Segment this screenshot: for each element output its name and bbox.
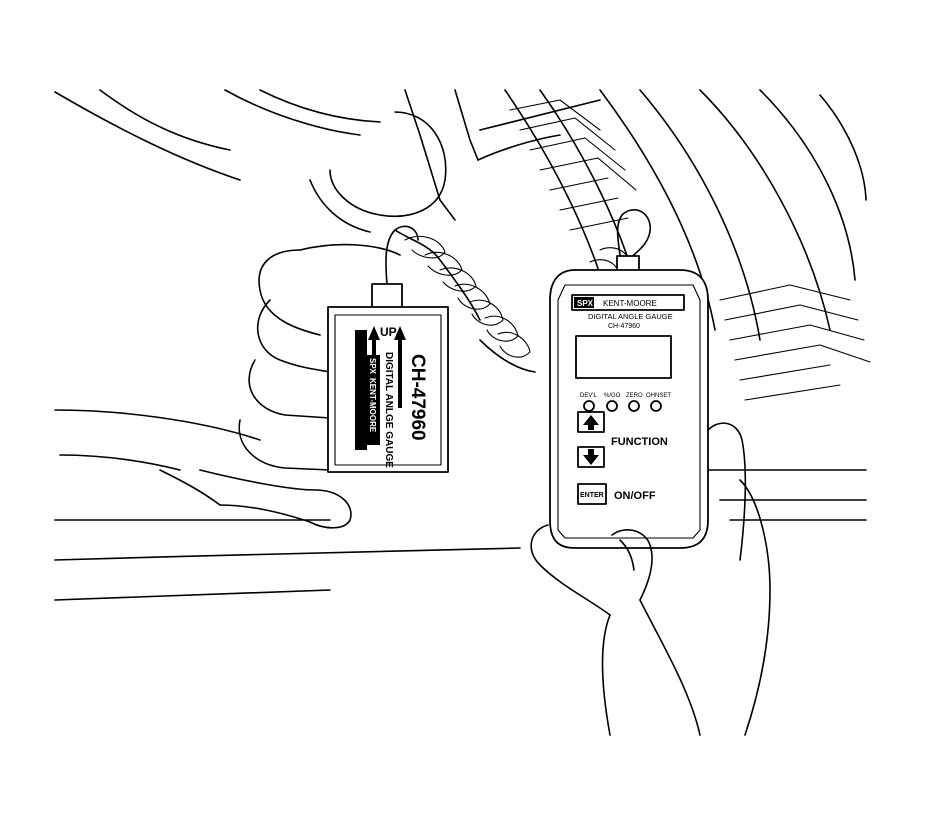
indicator-label-3: ZERO bbox=[626, 393, 643, 399]
meter-lcd-screen bbox=[575, 335, 672, 379]
indicator-label-4: OHNSET bbox=[646, 393, 671, 399]
indicator-label-1: DEV'L bbox=[580, 393, 597, 399]
indicator-label-2: %/GO bbox=[604, 393, 621, 399]
left-hand bbox=[159, 243, 401, 529]
meter-model: CH-47960 bbox=[608, 323, 640, 330]
angle-sensor-module: UP CH-47960 DIGITAL ANLGE GAUGE SPX KENT… bbox=[327, 283, 449, 473]
sensor-up-label: UP bbox=[380, 325, 397, 339]
indicator-led-1 bbox=[583, 400, 595, 412]
onoff-label: ON/OFF bbox=[614, 490, 656, 502]
function-label: FUNCTION bbox=[611, 436, 668, 448]
right-hand bbox=[530, 422, 771, 736]
enter-button-label: ENTER bbox=[580, 492, 604, 499]
up-button[interactable] bbox=[577, 411, 605, 433]
arrow-down-icon bbox=[583, 449, 599, 465]
sensor-brand-left: SPX bbox=[368, 358, 377, 375]
indicator-led-3 bbox=[628, 400, 640, 412]
down-button[interactable] bbox=[577, 446, 605, 468]
meter-header-left: SPX bbox=[577, 299, 594, 308]
indicator-led-2 bbox=[606, 400, 618, 412]
arrow-up-icon bbox=[583, 415, 599, 430]
sensor-housing bbox=[327, 306, 449, 473]
sensor-brand-right: KENT-MOORE bbox=[368, 378, 377, 433]
sensor-model-text: CH-47960 bbox=[407, 354, 428, 441]
sensor-title-text: DIGITAL ANLGE GAUGE bbox=[383, 352, 394, 468]
digital-angle-meter: SPX KENT-MOORE DIGITAL ANGLE GAUGE CH-47… bbox=[549, 255, 709, 549]
meter-header-plate bbox=[571, 294, 685, 311]
coiled-cable bbox=[385, 209, 651, 373]
meter-header-right: KENT-MOORE bbox=[603, 299, 657, 308]
enter-button[interactable]: ENTER bbox=[577, 483, 607, 505]
vehicle-background bbox=[54, 89, 871, 601]
indicator-led-4 bbox=[650, 400, 662, 412]
meter-title: DIGITAL ANGLE GAUGE bbox=[588, 312, 673, 321]
